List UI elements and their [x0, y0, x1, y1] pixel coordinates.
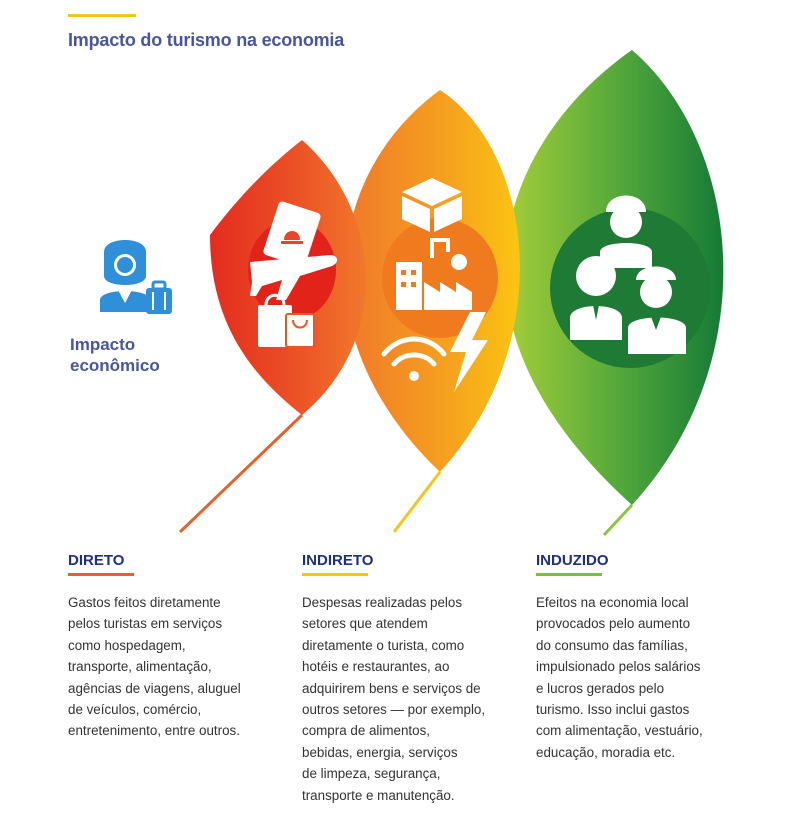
main-impact-label-line1: Impacto: [70, 335, 136, 354]
indirect-underline: [302, 573, 368, 576]
induced-description: Efeitos na economia local provocados pel…: [536, 595, 703, 760]
induced-underline: [536, 573, 602, 576]
page-title: Impacto do turismo na economia: [68, 30, 345, 50]
box-icon: [402, 178, 462, 232]
lightning-icon: [450, 312, 488, 392]
indirect-column: INDIRETO Despesas realizadas pelos setor…: [302, 552, 542, 806]
main-impact-label-line2: econômico: [70, 356, 160, 375]
menu-icon: [263, 201, 321, 267]
title-accent-rule: [68, 14, 136, 17]
indirect-description: Despesas realizadas pelos setores que at…: [302, 595, 486, 803]
indirect-stem: [392, 471, 442, 533]
induced-title: INDUZIDO: [536, 552, 609, 569]
impact-diagram: [100, 50, 724, 537]
direct-column: DIRETO Gastos feitos diretamente pelos t…: [68, 552, 308, 742]
direct-stem: [178, 413, 304, 534]
direct-title: DIRETO: [68, 552, 125, 569]
business-person-icon: [100, 240, 172, 314]
airplane-icon: [250, 255, 338, 300]
direct-description: Gastos feitos diretamente pelos turistas…: [68, 595, 241, 739]
workers-group-icon: [570, 195, 686, 354]
main-impact-label: Impacto econômico: [70, 334, 160, 376]
factory-icon: [396, 238, 472, 310]
shopping-bags-icon: [258, 293, 315, 348]
induced-column: INDUZIDO Efeitos na economia local provo…: [536, 552, 776, 763]
induced-stem: [602, 503, 634, 537]
wifi-icon: [381, 336, 447, 381]
direct-underline: [68, 573, 134, 576]
indirect-title: INDIRETO: [302, 552, 374, 569]
